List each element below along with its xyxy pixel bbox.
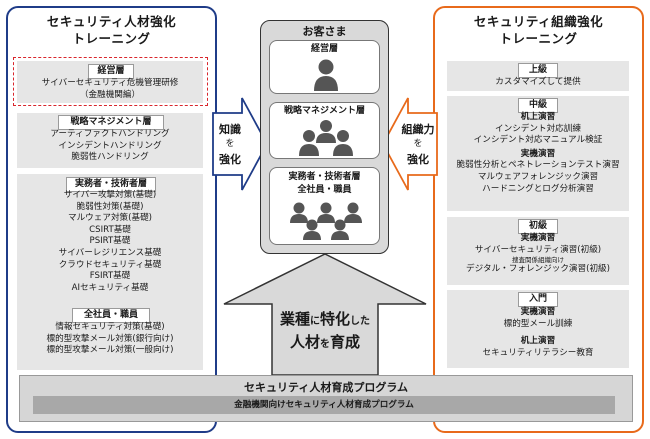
right-intermediate-section [447,96,629,211]
up-arrow-particle: を [320,339,330,350]
up-arrow-particle: した [350,316,371,327]
up-arrow-word-talent: 人材 [289,333,320,351]
right-advanced-label: 上級 [518,63,558,78]
list-item: サイバー攻撃対策(基礎) [63,190,157,200]
left-practitioner-section [17,174,203,370]
left-arrow-line1: 知識 [219,123,241,136]
list-item: 標的型攻撃メール対策(銀行向け) [46,333,174,344]
right-intermediate-label: 中級 [518,98,558,113]
executive-highlight-frame [13,57,208,106]
left-practitioner-list: サイバー攻撃対策(基礎) 脆弱性対策(基礎) マルウェア対策(基礎) CSIRT… [17,190,203,294]
practice-exercise-title: 実機演習 [520,148,556,159]
right-arrow-line1: 組織力 [401,123,435,136]
customer-practitioner-card: 実務者・技術者層 全社員・職員 [269,167,380,245]
right-intermediate-list: 机上演習 インシデント対応訓練 インシデント対応マニュアル検証 実機演習 脆弱性… [447,112,629,195]
right-arrow-shape [381,97,438,191]
left-all-staff-label: 全社員・職員 [72,308,150,323]
up-arrow-particle: に [310,316,320,327]
program-title: セキュリティ人材育成プログラム [243,381,408,394]
list-item: AIセキュリティ基礎 [71,282,149,293]
left-arrow-shape [212,97,269,191]
right-arrow-connector: を [413,139,423,149]
customer-title: お客さま [302,25,347,38]
up-arrow-word-develop: 育成 [330,333,361,351]
list-item: サイバーレジリエンス基礎 [58,247,162,258]
right-intro-label: 入門 [518,292,558,307]
customer-practitioner-label: 実務者・技術者層 [288,172,361,182]
practice-exercise-title: 実機演習 [520,233,556,243]
list-item: 脆弱性ハンドリング [71,152,149,163]
list-item: アーティファクトハンドリング [50,129,170,139]
left-strategy-list: アーティファクトハンドリング インシデントハンドリング 脆弱性ハンドリング [17,129,203,164]
right-beginner-label: 初級 [518,219,558,234]
list-item: PSIRT基礎 [89,236,131,247]
left-arrow-connector: を [225,139,235,149]
list-item: （金融機関編） [79,89,141,100]
list-item: クラウドセキュリティ基礎 [58,259,162,270]
customer-strategy-label: 戦略マネジメント層 [283,106,365,116]
list-item: インシデント対応マニュアル検証 [473,135,603,146]
desk-exercise-title: 机上演習 [520,112,556,122]
right-panel-subtitle: トレーニング [499,31,578,46]
list-item: マルウェアフォレンジック演習 [477,171,599,182]
list-item: CSIRT基礎 [89,224,131,235]
crowd-icon [290,202,362,240]
up-arrow-word-industry: 業種 [279,310,310,328]
customer-executive-card: 経営層 [269,40,380,94]
left-practitioner-label: 実務者・技術者層 [66,177,156,192]
audience-note: 捜査関係組織向け [512,256,564,265]
right-intro-list: 実機演習 標的型メール訓練 机上演習 セキュリティリテラシー教育 [447,307,629,359]
practice-exercise-title: 実機演習 [520,307,556,317]
customer-all-staff-label: 全社員・職員 [297,185,352,195]
right-panel-title: セキュリティ組織強化 [473,14,604,29]
list-item: ハードニングとログ分析演習 [482,183,594,194]
list-item: カスタマイズして提供 [495,77,581,87]
right-beginner-list: 実機演習 サイバーセキュリティ演習(初級) 捜査関係組織向け デジタル・フォレン… [447,233,629,276]
left-panel-title: セキュリティ人材強化 [46,14,177,29]
customer-executive-label: 経営層 [310,44,338,54]
list-item: サイバーセキュリティ演習(初級) [474,244,602,255]
left-executive-list: サイバーセキュリティ危機管理研修 （金融機関編） [17,78,203,101]
up-arrow-word-specialized: 特化 [320,310,351,328]
list-item: 脆弱性分析とペネトレーションテスト演習 [456,160,620,171]
list-item: インシデント対応訓練 [495,123,581,134]
left-panel-subtitle: トレーニング [72,31,151,46]
list-item: FSIRT基礎 [89,271,131,282]
customer-strategy-card: 戦略マネジメント層 [269,102,380,159]
list-item: 標的型攻撃メール対策(一般向け) [46,345,174,356]
up-arrow-label: 業種に特化した 人材を育成 [255,309,395,355]
list-item: インシデントハンドリング [58,140,162,151]
left-arrow-label: 知識 を 強化 [213,122,247,167]
list-item: 情報セキュリティ対策(基礎) [55,322,165,332]
left-all-staff-list: 情報セキュリティ対策(基礎) 標的型攻撃メール対策(銀行向け) 標的型攻撃メール… [17,322,203,357]
list-item: 脆弱性対策(基礎) [76,201,144,212]
right-arrow-label: 組織力 を 強化 [397,122,439,167]
person-icon [314,59,338,91]
left-arrow-line2: 強化 [219,153,241,166]
left-executive-label: 経営層 [88,64,134,79]
desk-exercise-title: 机上演習 [520,336,556,347]
group-icon [299,120,353,156]
list-item: 標的型メール訓練 [503,318,573,329]
program-subtitle: 金融機関向けセキュリティ人材育成プログラム [33,396,615,414]
list-item: サイバーセキュリティ危機管理研修 [41,78,179,88]
left-strategy-label: 戦略マネジメント層 [58,115,164,130]
list-item: セキュリティリテラシー教育 [482,347,594,358]
list-item: デジタル・フォレンジック演習(初級) [465,264,611,275]
right-arrow-line2: 強化 [407,153,429,166]
list-item: マルウェア対策(基礎) [67,213,153,224]
